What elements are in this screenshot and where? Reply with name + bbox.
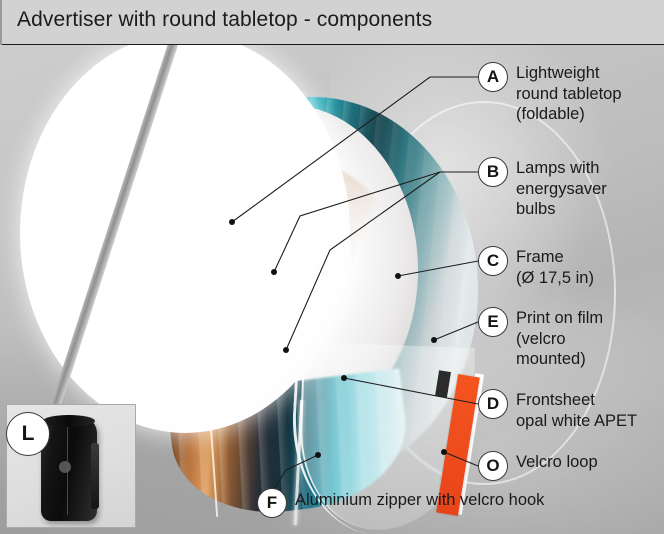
callout-text-e: Print on film (velcro mounted) [516,309,604,368]
callout-badge-f[interactable]: F [257,488,287,518]
callout-badge-a[interactable]: A [478,62,508,92]
header-bar: Advertiser with round tabletop - compone… [0,0,664,45]
carry-bag-inset [6,404,136,528]
carry-bag-logo [59,461,71,473]
callout-text-b: Lamps with energysaver bulbs [516,159,607,218]
callout-text-c: Frame (Ø 17,5 in) [516,248,594,287]
page-title: Advertiser with round tabletop - compone… [17,8,433,31]
carry-bag-strap [91,443,99,509]
callout-text-o: Velcro loop [516,453,598,471]
callout-badge-l[interactable]: L [6,412,50,456]
callout-text-f: Aluminium zipper with velcro hook [295,491,545,509]
callout-text-a: Lightweight round tabletop (foldable) [516,64,622,123]
callout-badge-d[interactable]: D [478,389,508,419]
callout-badge-c[interactable]: C [478,246,508,276]
callout-badge-o[interactable]: O [478,451,508,481]
callout-badge-b[interactable]: B [478,157,508,187]
callout-badge-e[interactable]: E [478,307,508,337]
carry-bag-lid [43,415,95,427]
callout-text-d: Frontsheet opal white APET [516,391,638,430]
